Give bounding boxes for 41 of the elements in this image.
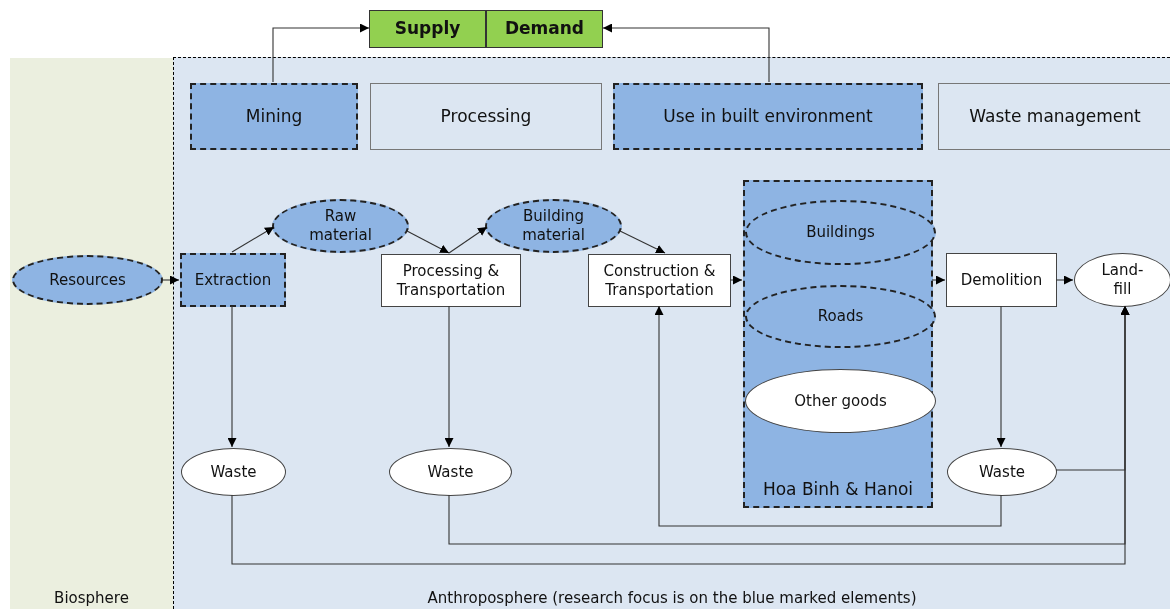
arrow (996, 305, 1006, 448)
arrow (272, 23, 370, 83)
region-label: Biosphere (53, 587, 130, 609)
landfill-ellipse: Land- fill (1074, 253, 1170, 307)
arrow (1055, 275, 1074, 285)
stock-ellipse: Buildings (745, 200, 936, 265)
region-label: Anthroposphere (research focus is on the blue marked elements) (426, 587, 918, 609)
stage-box: Processing (370, 83, 602, 150)
waste-ellipse: Waste (389, 448, 512, 496)
process-box: Demolition (946, 253, 1057, 307)
waste-ellipse: Waste (947, 448, 1057, 496)
process-box: Extraction (180, 253, 286, 307)
arrow (448, 226, 488, 254)
material-ellipse: Building material (485, 199, 622, 253)
arrow (162, 275, 180, 285)
process-box: Processing & Transportation (381, 254, 521, 307)
region-label: Hoa Binh & Hanoi (761, 477, 915, 501)
process-box: Construction & Transportation (588, 254, 731, 307)
arrow (406, 230, 450, 254)
arrow (231, 305, 1130, 565)
demand-box: Demand (486, 10, 603, 48)
resource-ellipse: Resources (12, 255, 163, 305)
stage-box: Use in built environment (613, 83, 923, 150)
arrow (654, 305, 1002, 527)
arrow (931, 275, 946, 285)
arrow (602, 23, 770, 83)
supply-box: Supply (369, 10, 486, 48)
stock-panel (743, 180, 933, 508)
stock-ellipse: Roads (745, 285, 936, 348)
arrow (231, 226, 275, 253)
arrow (619, 230, 666, 254)
material-ellipse: Raw material (272, 199, 409, 253)
biosphere-panel (10, 58, 173, 609)
waste-ellipse: Waste (181, 448, 286, 496)
arrow (227, 305, 237, 448)
stage-box: Waste management (938, 83, 1170, 150)
arrow (729, 275, 743, 285)
arrow (444, 305, 454, 448)
stage-box: Mining (190, 83, 358, 150)
anthroposphere-panel (173, 57, 1170, 609)
stock-ellipse: Other goods (745, 369, 936, 433)
